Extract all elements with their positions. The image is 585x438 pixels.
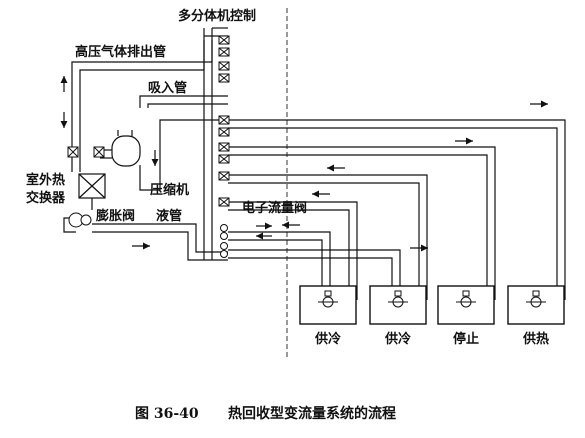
compressor-icon [111, 130, 141, 167]
flow-arrows [60, 76, 548, 252]
indoor-unit-status: 供冷 [384, 331, 411, 347]
indoor-unit-1: 供冷 [299, 285, 357, 347]
label-compressor: 压缩机 [150, 182, 189, 198]
valve-row-8 [218, 154, 230, 164]
valve-row-1 [218, 35, 230, 45]
valve-row-6 [218, 127, 230, 137]
outdoor-valves [67, 146, 105, 158]
label-liquid-pipe: 液管 [156, 208, 182, 224]
valve-row-5 [218, 115, 230, 125]
caption-figure-number: 图 36-40 [135, 406, 199, 422]
valve-row-9 [218, 171, 230, 181]
fan-icon [388, 290, 408, 308]
figure-caption: 图 36-40 热回收型变流量系统的流程 [135, 405, 396, 422]
label-suction-pipe: 吸入管 [148, 80, 187, 96]
labels: 多分体机控制 高压气体排出管 吸入管 压缩机 室外热 交换器 膨胀阀 液管 电子… [26, 8, 307, 224]
indoor-unit-3: 停止 [437, 285, 495, 347]
fan-icon [318, 290, 338, 308]
fan-icon [526, 290, 546, 308]
outdoor-heat-exchanger-icon [78, 173, 106, 199]
valve-row-7 [218, 142, 230, 152]
label-expansion-valve: 膨胀阀 [95, 208, 135, 224]
indoor-units: 供冷 供冷 停止 [299, 285, 565, 347]
electronic-flow-valves [220, 224, 228, 258]
indoor-unit-status: 供热 [522, 331, 549, 347]
valve-row-10 [218, 197, 230, 207]
valve-row-3 [218, 61, 230, 71]
label-outdoor-hx-line2: 交换器 [26, 190, 66, 206]
label-electronic-flow-valve: 电子流量阀 [242, 200, 307, 216]
fan-icon [456, 290, 476, 308]
outdoor-piping [63, 27, 228, 261]
control-valves [218, 35, 230, 207]
valve-row-2 [218, 47, 230, 57]
label-multi-unit-control: 多分体机控制 [178, 8, 256, 24]
valve-row-4 [218, 73, 230, 83]
indoor-unit-status: 供冷 [314, 331, 341, 347]
expansion-valve-icon [68, 212, 92, 228]
caption-title: 热回收型变流量系统的流程 [228, 405, 396, 422]
label-outdoor-hx-line1: 室外热 [26, 172, 65, 188]
indoor-unit-4: 供热 [507, 285, 565, 347]
label-hp-gas-discharge-pipe: 高压气体排出管 [75, 44, 166, 60]
indoor-unit-2: 供冷 [369, 285, 427, 347]
indoor-unit-status: 停止 [453, 331, 479, 347]
